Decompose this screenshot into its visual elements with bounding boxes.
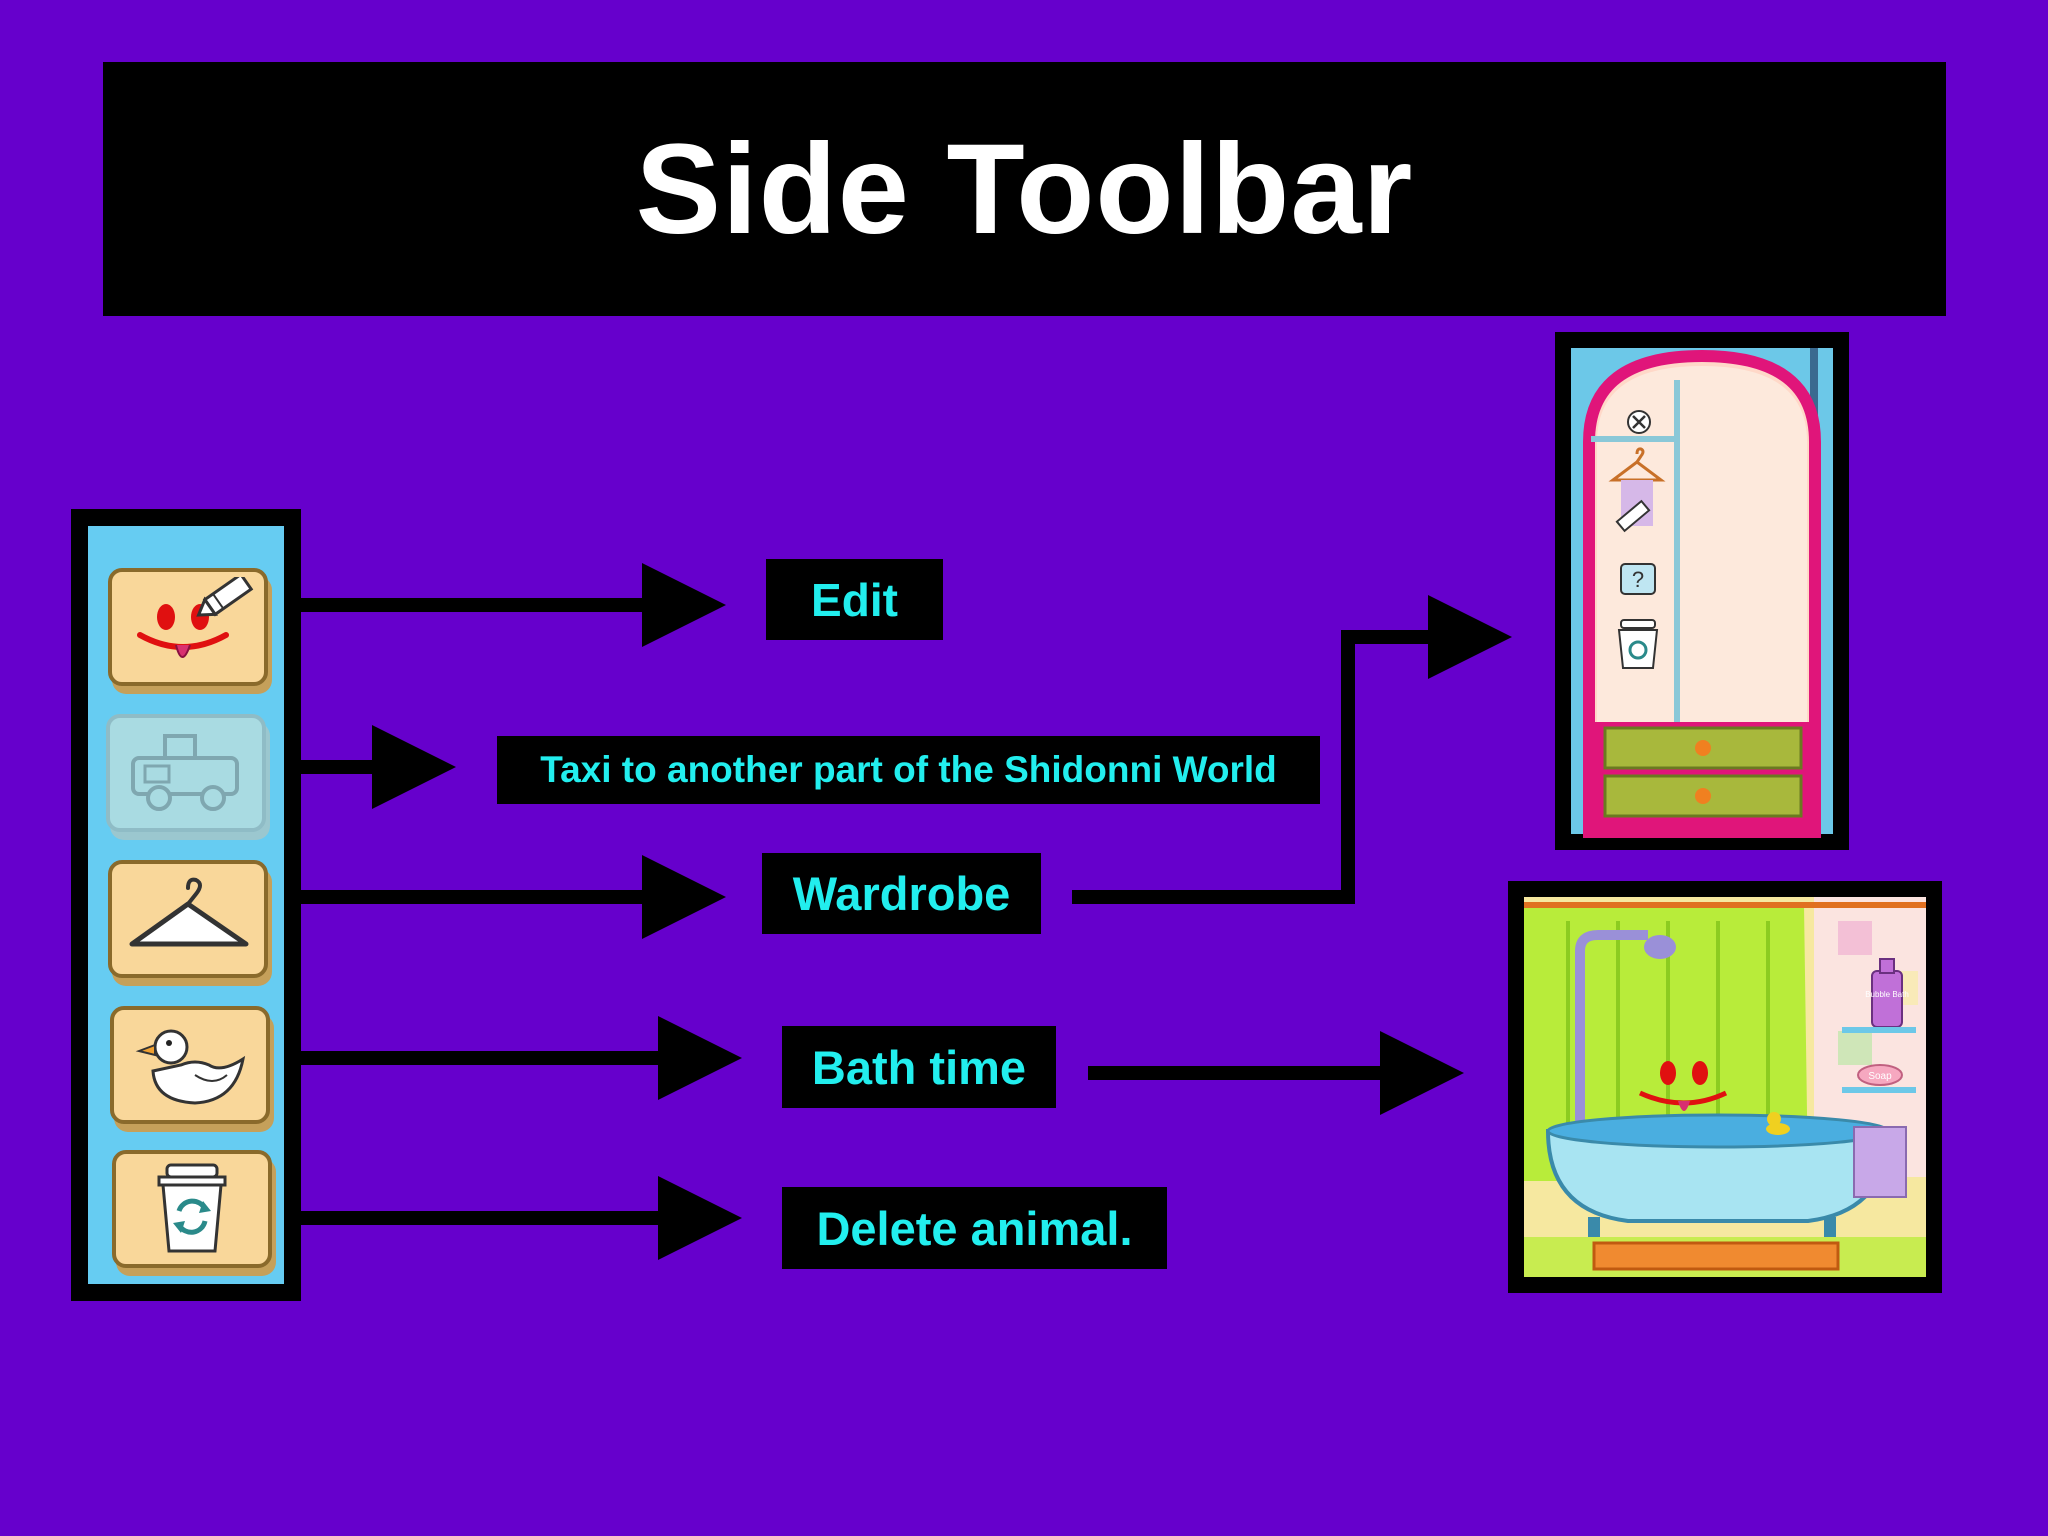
bath-time-button[interactable] [110,1006,270,1124]
soap-label: Soap [1868,1071,1892,1082]
duck-icon [135,1029,246,1105]
trash-can-icon [157,1163,227,1253]
taxi-icon [131,734,239,811]
wardrobe-button[interactable] [108,860,268,978]
help-icon: ? [1620,563,1656,595]
label-wardrobe: Wardrobe [762,853,1041,934]
label-delete-animal: Delete animal. [782,1187,1167,1269]
side-toolbar-panel [88,526,284,1284]
bath-illustration: Bubble Bath Soap [1524,897,1926,1277]
trash-can-icon [1617,619,1659,669]
delete-animal-button[interactable] [112,1150,272,1268]
side-toolbar [71,509,301,1301]
wardrobe-preview: ? [1555,332,1849,850]
wardrobe-illustration: ? [1571,348,1833,838]
bottle-label: Bubble Bath [1865,990,1909,999]
label-edit: Edit [766,559,943,640]
pencil-icon [1615,499,1651,533]
hanger-icon [129,877,249,947]
close-icon [1627,410,1651,434]
taxi-button[interactable] [106,714,266,832]
edit-button[interactable] [108,568,268,686]
svg-text:?: ? [1632,567,1644,592]
bath-preview: Bubble Bath Soap [1508,881,1942,1293]
label-taxi: Taxi to another part of the Shidonni Wor… [497,736,1320,804]
label-bath-time: Bath time [782,1026,1056,1108]
page-title: Side Toolbar [635,117,1414,261]
title-banner: Side Toolbar [103,62,1946,316]
arrow-wardrobe-preview [1072,595,1512,904]
edit-face-pencil-icon [137,577,254,658]
